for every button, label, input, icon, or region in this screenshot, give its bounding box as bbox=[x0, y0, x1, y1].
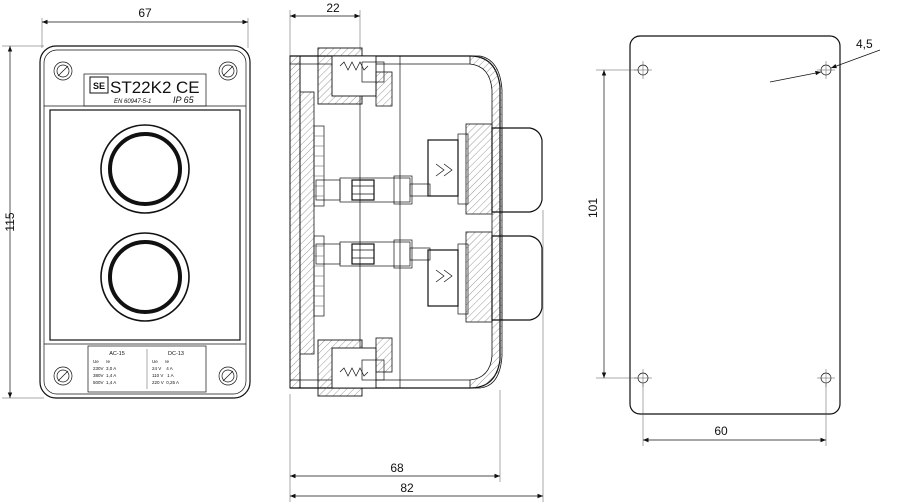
model-label: ST22K2 bbox=[110, 78, 171, 97]
ac-title: AC-15 bbox=[109, 351, 125, 357]
front-view: 67 115 bbox=[2, 6, 251, 399]
dim-side-top: 22 bbox=[289, 1, 361, 56]
dim-hole-diameter: 4,5 bbox=[769, 37, 881, 83]
side-view: 22 68 82 bbox=[289, 1, 544, 502]
ip-rating-label: IP 65 bbox=[173, 95, 195, 105]
dim-width-label: 67 bbox=[138, 6, 152, 20]
dc-row: 24 V 4 A bbox=[152, 366, 173, 371]
dim-horizontal-label: 60 bbox=[714, 424, 728, 438]
screw-icon bbox=[53, 366, 73, 386]
dim-top-label: 22 bbox=[326, 1, 340, 15]
dim-front-width: 67 bbox=[41, 6, 249, 48]
enclosure-lid bbox=[49, 109, 241, 341]
housing-profile bbox=[290, 55, 501, 389]
nameplate: SE ST22K2 CE EN 60947-5-1 IP 65 bbox=[83, 73, 207, 107]
dc-row: 110 V 1 A bbox=[152, 373, 174, 378]
ac-row: 500V 1,4 A bbox=[93, 380, 116, 385]
enclosure-outline bbox=[39, 45, 251, 399]
screw-icon bbox=[53, 61, 73, 81]
screw-icon bbox=[218, 366, 238, 386]
button-head-upper bbox=[465, 123, 543, 215]
standard-label: EN 60947-5-1 bbox=[114, 99, 151, 105]
manufacturer-logo bbox=[89, 76, 109, 94]
screw-boss-bottom bbox=[317, 337, 393, 397]
dim-vertical-label: 101 bbox=[586, 198, 600, 218]
mounting-plate-outline bbox=[629, 35, 841, 415]
pushbutton-bottom bbox=[100, 232, 190, 322]
dim-inner-label: 68 bbox=[390, 461, 404, 475]
logo-text: SE bbox=[93, 81, 105, 91]
ac-head: Ue Ie bbox=[93, 359, 111, 364]
terminal-strip-upper bbox=[313, 125, 325, 207]
dim-side-bottom: 68 82 bbox=[289, 210, 544, 502]
dim-overall-label: 82 bbox=[400, 481, 414, 495]
dim-horizontal-pitch: 60 bbox=[642, 384, 827, 446]
dim-hole-label: 4,5 bbox=[856, 37, 873, 51]
dim-front-height: 115 bbox=[2, 45, 44, 399]
contact-block-lower bbox=[315, 239, 469, 315]
dc-head: Ue Ie bbox=[152, 359, 170, 364]
rating-table: AC-15 DC-13 Ue Ie Ue Ie 230V 3,0 A 380V … bbox=[87, 345, 207, 393]
dim-height-label: 115 bbox=[3, 212, 17, 231]
contact-block-upper bbox=[315, 133, 469, 205]
mounting-view: 4,5 101 60 bbox=[586, 35, 881, 446]
base-wall bbox=[289, 55, 301, 389]
mounting-hole bbox=[817, 61, 835, 79]
terminal-strip-lower bbox=[313, 235, 325, 317]
dim-vertical-pitch: 101 bbox=[586, 69, 638, 379]
ce-mark: CE bbox=[176, 78, 200, 97]
screw-icon bbox=[218, 61, 238, 81]
dc-title: DC-13 bbox=[168, 351, 184, 357]
dc-row: 220 V 0,25 A bbox=[152, 380, 179, 385]
screw-boss-top bbox=[317, 47, 393, 107]
button-head-lower bbox=[465, 231, 543, 323]
ac-row: 380V 1,4 A bbox=[93, 373, 116, 378]
ac-row: 230V 3,0 A bbox=[93, 366, 116, 371]
pushbutton-top bbox=[100, 124, 190, 214]
